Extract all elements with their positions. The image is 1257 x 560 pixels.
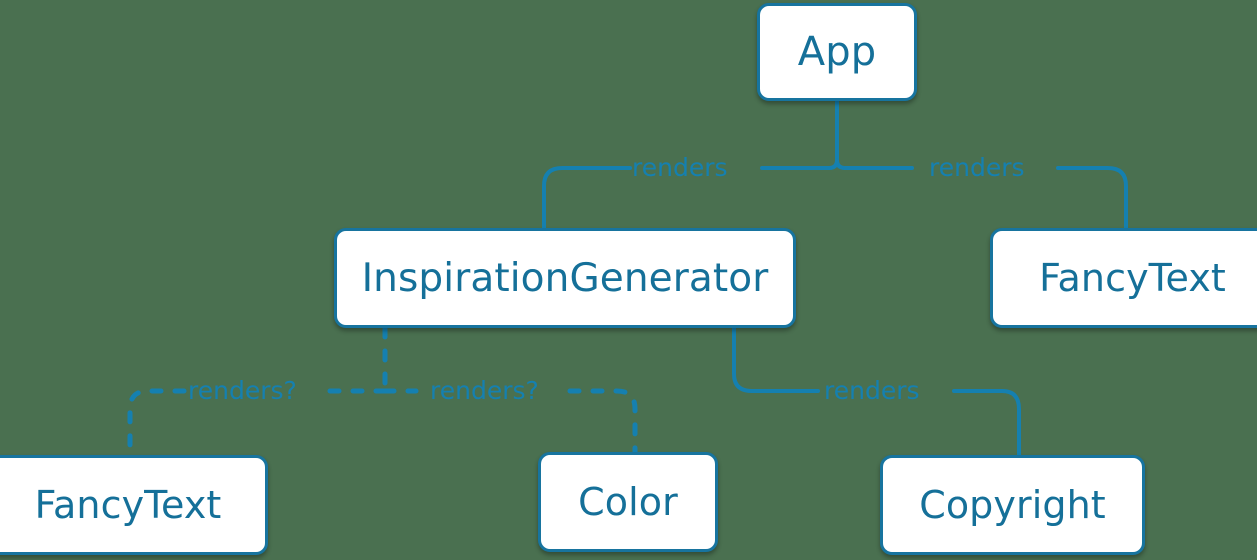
node-inspiration-generator[interactable]: InspirationGenerator xyxy=(334,228,796,328)
node-color[interactable]: Color xyxy=(538,452,718,552)
node-copyright[interactable]: Copyright xyxy=(880,455,1145,555)
edge-inspirationgenerator-to-copyright xyxy=(732,326,1021,457)
edge-label-inspirationgenerator-to-color: renders? xyxy=(430,376,539,405)
node-fancytext-left[interactable]: FancyText xyxy=(0,455,268,555)
node-fancytext-right[interactable]: FancyText xyxy=(990,228,1257,328)
node-color-label: Color xyxy=(578,480,678,524)
edge-label-app-to-inspirationgenerator: renders xyxy=(632,153,728,182)
node-fancytext-right-label: FancyText xyxy=(1039,256,1226,300)
edge-app-to-fancytext-right xyxy=(843,166,1128,230)
edge-app-trunk xyxy=(835,99,847,170)
edge-label-app-to-fancytext-right: renders xyxy=(929,153,1025,182)
node-app-label: App xyxy=(797,29,877,75)
edge-app-to-inspirationgenerator xyxy=(542,166,831,230)
node-copyright-label: Copyright xyxy=(919,483,1106,527)
edge-label-inspirationgenerator-to-copyright: renders xyxy=(824,376,920,405)
node-fancytext-left-label: FancyText xyxy=(34,483,222,527)
edge-label-inspirationgenerator-to-fancytext-left: renders? xyxy=(188,376,297,405)
edge-inspirationgenerator-to-color xyxy=(382,388,638,455)
node-inspiration-generator-label: InspirationGenerator xyxy=(361,255,769,301)
node-app[interactable]: App xyxy=(757,3,917,101)
